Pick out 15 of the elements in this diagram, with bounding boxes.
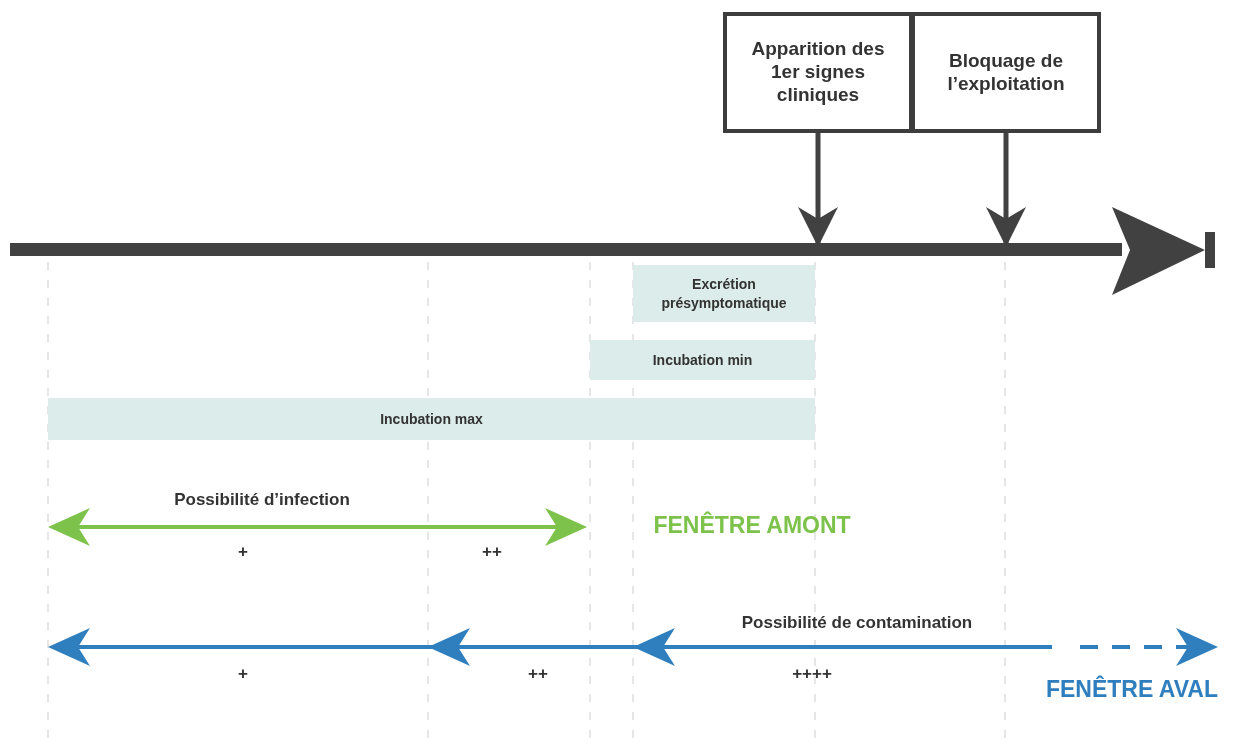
period-band: Excrétion présymptomatique <box>633 265 815 322</box>
period-band: Incubation max <box>48 398 815 440</box>
label: FENÊTRE AMONT <box>653 512 851 539</box>
label: ++++ <box>792 664 832 684</box>
label: Possibilité de contamination <box>741 613 973 633</box>
timeline-bar <box>10 243 1122 256</box>
label: FENÊTRE AVAL <box>1045 676 1218 703</box>
label: Possibilité d’infection <box>174 490 350 510</box>
event-box: Bloquage de l’exploitation <box>911 12 1101 133</box>
event-box: Apparition des 1er signes cliniques <box>723 12 913 133</box>
label: ++ <box>528 664 548 684</box>
period-band: Incubation min <box>590 340 815 380</box>
label: ++ <box>482 542 502 562</box>
label: + <box>238 542 248 562</box>
label: + <box>238 664 248 684</box>
